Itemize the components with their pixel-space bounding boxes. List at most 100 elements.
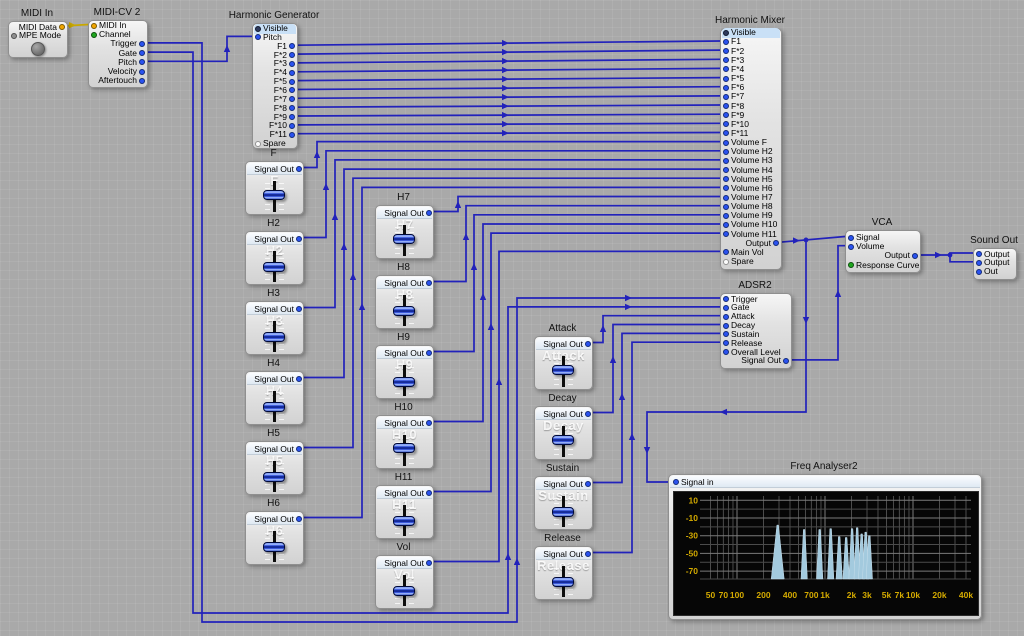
module-slider-h11[interactable]: Signal OutH11: [375, 485, 434, 539]
slider-h9-port-signal-out-dot[interactable]: [426, 350, 432, 356]
slider-attack-port-signal-out-dot[interactable]: [585, 341, 591, 347]
harmonic-mixer-port-volume-h8-dot[interactable]: [723, 204, 729, 210]
module-slider-h10[interactable]: Signal OutH10: [375, 415, 434, 469]
midi-cv-port-pitch-dot[interactable]: [139, 59, 145, 65]
adsr2-port-gate-dot[interactable]: [723, 305, 729, 311]
harmonic-mixer-port-f-11-dot[interactable]: [723, 130, 729, 136]
slider-h6-port-signal-out-dot[interactable]: [296, 516, 302, 522]
midi-cv-port-gate-dot[interactable]: [139, 50, 145, 56]
harmonic-mixer-port-main-vol-dot[interactable]: [723, 249, 729, 255]
module-freq-analyser2[interactable]: Signal in10-10-30-50-7050701002004007001…: [668, 474, 982, 620]
slider-f-port-signal-out-dot[interactable]: [296, 166, 302, 172]
harmonic-mixer-port-f-5-dot[interactable]: [723, 76, 729, 82]
harmonic-generator-port-f-10-dot[interactable]: [289, 123, 295, 129]
midi-cv-port-trigger-dot[interactable]: [139, 41, 145, 47]
midi-in-knob[interactable]: [31, 42, 45, 56]
harmonic-generator-port-f-4-dot[interactable]: [289, 70, 295, 76]
adsr2-port-overall-level-dot[interactable]: [723, 349, 729, 355]
harmonic-mixer-port-f-2-dot[interactable]: [723, 48, 729, 54]
adsr2-port-decay-dot[interactable]: [723, 323, 729, 329]
slider-h4-slider-handle[interactable]: [263, 402, 285, 412]
midi-in-port-midi-data-dot[interactable]: [59, 24, 65, 30]
harmonic-mixer-port-volume-h6-dot[interactable]: [723, 185, 729, 191]
harmonic-generator-port-f-9-dot[interactable]: [289, 114, 295, 120]
sound-out-port-out-dot[interactable]: [976, 269, 982, 275]
slider-vol-slider-handle[interactable]: [393, 586, 415, 596]
harmonic-mixer-port-volume-h10-dot[interactable]: [723, 222, 729, 228]
module-slider-h2[interactable]: Signal OutH2: [245, 231, 304, 285]
module-slider-vol[interactable]: Signal OutVol: [375, 555, 434, 609]
harmonic-mixer-port-volume-h5-dot[interactable]: [723, 176, 729, 182]
sound-out-port-output-dot[interactable]: [976, 251, 982, 257]
slider-h11-port-signal-out-dot[interactable]: [426, 490, 432, 496]
harmonic-mixer-port-output-dot[interactable]: [773, 240, 779, 246]
slider-release-port-signal-out-dot[interactable]: [585, 551, 591, 557]
slider-h4-port-signal-out-dot[interactable]: [296, 376, 302, 382]
harmonic-mixer-port-f-7-dot[interactable]: [723, 94, 729, 100]
vca-port-signal-dot[interactable]: [848, 235, 854, 241]
vca-port-output-dot[interactable]: [912, 253, 918, 259]
module-harmonic-generator[interactable]: VisiblePitchF1F*2F*3F*4F*5F*6F*7F*8F*9F*…: [252, 23, 298, 149]
harmonic-generator-port-f-8-dot[interactable]: [289, 105, 295, 111]
harmonic-mixer-port-f-9-dot[interactable]: [723, 112, 729, 118]
module-slider-sustain[interactable]: Signal OutSustain: [534, 476, 593, 530]
module-slider-decay[interactable]: Signal OutDecay: [534, 406, 593, 460]
harmonic-mixer-port-volume-h3-dot[interactable]: [723, 158, 729, 164]
harmonic-generator-port-f1-dot[interactable]: [289, 43, 295, 49]
module-midi-cv[interactable]: MIDI InChannelTriggerGatePitchVelocityAf…: [88, 20, 148, 88]
vca-port-response-curve-dot[interactable]: [848, 262, 854, 268]
harmonic-mixer-port-f-8-dot[interactable]: [723, 103, 729, 109]
adsr2-port-signal-out-dot[interactable]: [783, 358, 789, 364]
slider-h10-slider-handle[interactable]: [393, 443, 415, 453]
harmonic-mixer-port-f-6-dot[interactable]: [723, 85, 729, 91]
harmonic-mixer-port-volume-h7-dot[interactable]: [723, 195, 729, 201]
module-harmonic-mixer[interactable]: VisibleF1F*2F*3F*4F*5F*6F*7F*8F*9F*10F*1…: [720, 28, 782, 270]
harmonic-generator-port-f-5-dot[interactable]: [289, 79, 295, 85]
harmonic-mixer-port-f-4-dot[interactable]: [723, 66, 729, 72]
vca-port-volume-dot[interactable]: [848, 244, 854, 250]
slider-h7-port-signal-out-dot[interactable]: [426, 210, 432, 216]
harmonic-mixer-port-volume-h9-dot[interactable]: [723, 213, 729, 219]
module-slider-h6[interactable]: Signal OutH6: [245, 511, 304, 565]
slider-h8-slider-handle[interactable]: [393, 306, 415, 316]
midi-in-port-mpe-mode-dot[interactable]: [11, 33, 17, 39]
harmonic-mixer-port-spare-dot[interactable]: [723, 259, 729, 265]
module-slider-release[interactable]: Signal OutRelease: [534, 546, 593, 600]
slider-vol-port-signal-out-dot[interactable]: [426, 560, 432, 566]
adsr2-port-release-dot[interactable]: [723, 340, 729, 346]
harmonic-generator-port-spare-dot[interactable]: [255, 141, 261, 147]
module-adsr2[interactable]: TriggerGateAttackDecaySustainReleaseOver…: [720, 293, 792, 369]
midi-cv-port-aftertouch-dot[interactable]: [139, 78, 145, 84]
slider-h2-slider-handle[interactable]: [263, 262, 285, 272]
midi-cv-port-velocity-dot[interactable]: [139, 69, 145, 75]
module-sound-out[interactable]: OutputOutputOut: [973, 248, 1017, 280]
harmonic-mixer-port-volume-h11-dot[interactable]: [723, 231, 729, 237]
adsr2-port-trigger-dot[interactable]: [723, 296, 729, 302]
harmonic-generator-port-pitch-dot[interactable]: [255, 34, 261, 40]
midi-cv-port-channel-dot[interactable]: [91, 32, 97, 38]
module-slider-h8[interactable]: Signal OutH8: [375, 275, 434, 329]
slider-decay-slider-handle[interactable]: [552, 435, 574, 445]
slider-h3-slider-handle[interactable]: [263, 332, 285, 342]
slider-h11-slider-handle[interactable]: [393, 516, 415, 526]
slider-h5-slider-handle[interactable]: [263, 472, 285, 482]
module-slider-attack[interactable]: Signal OutAttack: [534, 336, 593, 390]
harmonic-mixer-port-f-10-dot[interactable]: [723, 121, 729, 127]
adsr2-port-attack-dot[interactable]: [723, 314, 729, 320]
slider-h9-slider-handle[interactable]: [393, 377, 415, 387]
module-slider-h5[interactable]: Signal OutH5: [245, 441, 304, 495]
harmonic-generator-port-f-2-dot[interactable]: [289, 52, 295, 58]
harmonic-mixer-port-f-3-dot[interactable]: [723, 57, 729, 63]
slider-h6-slider-handle[interactable]: [263, 542, 285, 552]
slider-h7-slider-handle[interactable]: [393, 234, 415, 244]
harmonic-mixer-port-volume-f-dot[interactable]: [723, 140, 729, 146]
harmonic-generator-port-f-7-dot[interactable]: [289, 96, 295, 102]
module-slider-h9[interactable]: Signal OutH9: [375, 345, 434, 399]
harmonic-mixer-port-volume-h2-dot[interactable]: [723, 149, 729, 155]
slider-release-slider-handle[interactable]: [552, 577, 574, 587]
module-midi-in[interactable]: MIDI DataMPE Mode: [8, 21, 68, 58]
harmonic-generator-port-f-6-dot[interactable]: [289, 87, 295, 93]
harmonic-mixer-port-visible-dot[interactable]: [723, 30, 729, 36]
harmonic-generator-port-f-11-dot[interactable]: [289, 132, 295, 138]
slider-h10-port-signal-out-dot[interactable]: [426, 420, 432, 426]
